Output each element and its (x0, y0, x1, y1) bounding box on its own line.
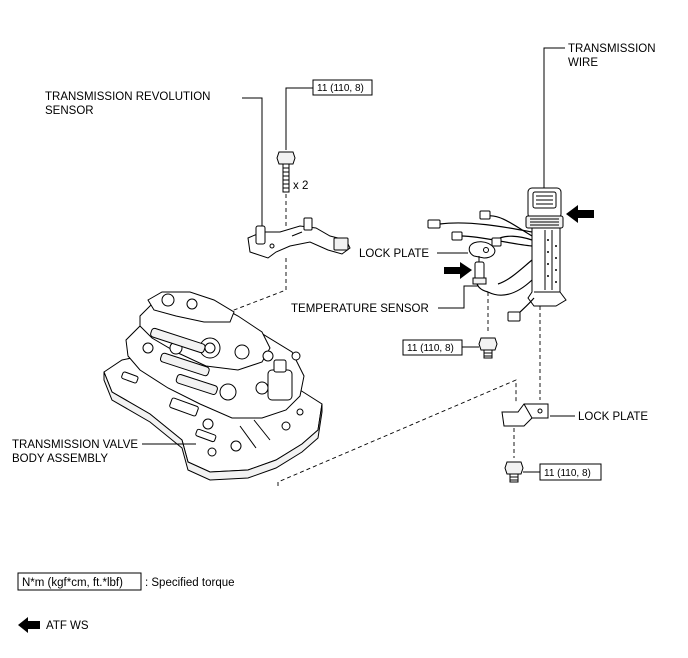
bolt-quantity: x 2 (293, 180, 308, 192)
temperature-sensor-leader (438, 285, 478, 309)
legend-atf-ws: ATF WS (18, 617, 89, 633)
svg-text:11 (110, 8): 11 (110, 8) (544, 468, 591, 479)
revolution-sensor-leader (242, 97, 263, 230)
legend-torque: N*m (kgf*cm, ft.*lbf) : Specified torque (17, 572, 235, 591)
torque-box-revolution-sensor: 11 (110, 8) (312, 79, 373, 96)
valve-body-link (277, 379, 517, 486)
lock-plate-upper (468, 241, 496, 259)
revolution-sensor-link (233, 258, 287, 340)
lock-plate-lower (501, 403, 549, 427)
svg-text:: Specified torque: : Specified torque (145, 577, 235, 589)
svg-text:11 (110, 8): 11 (110, 8) (407, 343, 454, 354)
svg-text:WIRE: WIRE (568, 57, 598, 69)
atf-ws-arrow-icon (444, 262, 472, 279)
temperature-sensor-bolt (478, 337, 498, 359)
lock-plate-lower-label: LOCK PLATE (578, 411, 648, 423)
temperature-sensor (472, 256, 487, 285)
svg-text:TRANSMISSION VALVE: TRANSMISSION VALVE (12, 439, 138, 451)
temperature-sensor-label: TEMPERATURE SENSOR (291, 303, 429, 315)
revolution-sensor-bolt (276, 151, 296, 193)
lock-plate-bolt (504, 461, 524, 483)
transmission-wire-label: TRANSMISSION WIRE (568, 43, 656, 69)
svg-text:N*m (kgf*cm, ft.*lbf): N*m (kgf*cm, ft.*lbf) (22, 577, 123, 589)
svg-text:BODY ASSEMBLY: BODY ASSEMBLY (12, 453, 108, 465)
torque-box-temperature-sensor: 11 (110, 8) (402, 339, 463, 356)
valve-body-label: TRANSMISSION VALVE BODY ASSEMBLY (12, 439, 138, 465)
transmission-wire-leader (543, 47, 565, 190)
svg-text:ATF WS: ATF WS (46, 620, 89, 632)
revolution-bolt-leader (285, 87, 313, 150)
transmission-wire-sleeve (527, 227, 567, 307)
svg-text:SENSOR: SENSOR (45, 105, 94, 117)
valve-body-assembly (103, 291, 323, 481)
revolution-sensor-label: TRANSMISSION REVOLUTION SENSOR (45, 91, 211, 117)
revolution-sensor (247, 217, 351, 259)
lock-plate-label: LOCK PLATE (359, 248, 429, 260)
atf-ws-arrow-icon (566, 205, 594, 223)
atf-ws-arrow-icon (18, 617, 40, 633)
svg-text:TRANSMISSION: TRANSMISSION (568, 43, 656, 55)
svg-text:11 (110, 8): 11 (110, 8) (317, 83, 364, 94)
transmission-wire-connector (525, 187, 564, 229)
svg-text:TRANSMISSION REVOLUTION: TRANSMISSION REVOLUTION (45, 91, 211, 103)
torque-box-lock-plate: 11 (110, 8) (539, 463, 602, 481)
